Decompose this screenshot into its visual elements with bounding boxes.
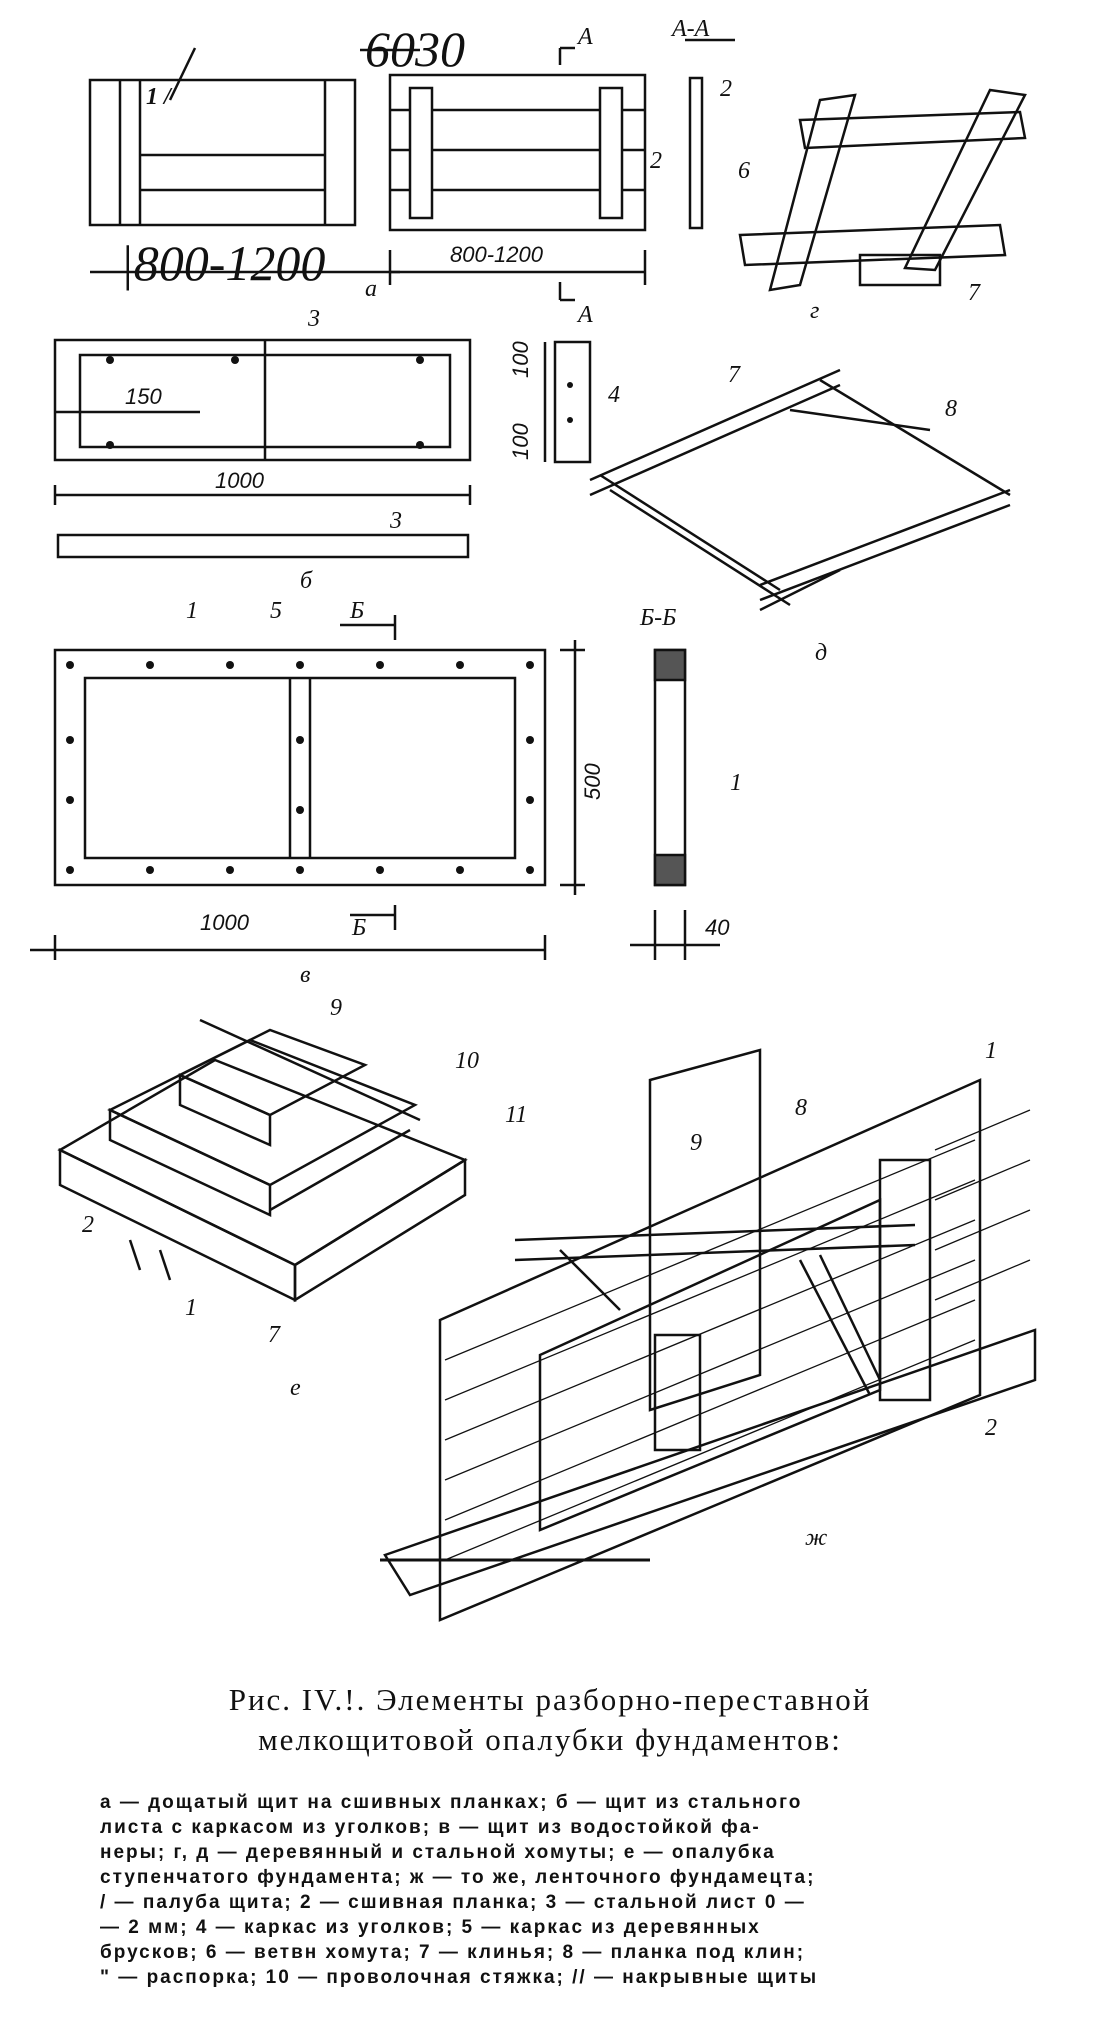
fig-e-label-9: 9 (330, 995, 342, 1021)
fig-a-cut-top: А (576, 24, 593, 50)
formwork-drawing: 6030 |800-1200 1 / 2 800-1200 А А А-А 2 … (30, 16, 1037, 1622)
fig-b-dim-1000: 1000 (215, 468, 265, 493)
fig-v-dim-40: 40 (705, 915, 730, 940)
fig-e-label-2: 2 (82, 1212, 94, 1238)
fig-b-dim-150: 150 (125, 384, 162, 409)
fig-v-dim-500: 500 (580, 763, 605, 800)
legend-line: — 2 мм; 4 — каркас из уголков; 5 — карка… (100, 1917, 761, 1938)
fig-v-section-label-1: 1 (730, 770, 742, 796)
fig-zh-label-1: 1 (985, 1038, 997, 1064)
fig-g-wooden-clamp (738, 88, 1027, 292)
legend-line: " — распорка; 10 — проволочная стяжка; /… (100, 1967, 819, 1988)
legend-line: брусков; 6 — ветвн хомута; 7 — клинья; 8… (100, 1942, 806, 1963)
fig-a-panel-front (88, 47, 357, 227)
fig-e-label-10: 10 (455, 1048, 479, 1074)
fig-v-plywood-panel (30, 615, 585, 960)
fig-g-letter: г (810, 298, 819, 324)
fig-zh-label-9: 9 (690, 1130, 702, 1156)
fig-a-letter: а (365, 276, 377, 302)
fig-e-stepped-formwork (57, 1018, 468, 1303)
fig-v-dim-1000: 1000 (200, 910, 250, 935)
fig-b-dim-100-top: 100 (508, 341, 533, 378)
fig-e-label-1: 1 (185, 1295, 197, 1321)
fig-g-label-6: 6 (738, 158, 750, 184)
fig-e-label-11: 11 (505, 1102, 527, 1128)
figure-caption: Рис. IV.!. Элементы разборно-переставной… (0, 1680, 1100, 1760)
fig-b-label-4: 4 (608, 382, 620, 408)
fig-a-section (685, 38, 735, 230)
fig-v-section-title: Б-Б (639, 605, 676, 631)
fig-a-section-label-2: 2 (720, 76, 732, 102)
fig-b-letter: б (300, 568, 313, 594)
fig-b-dim-100-bottom: 100 (508, 423, 533, 460)
fig-d-letter: д (815, 640, 827, 666)
fig-d-label-8: 8 (945, 396, 957, 422)
fig-v-cut-top: Б (349, 598, 364, 624)
fig-e-letter: е (290, 1375, 301, 1401)
fig-zh-label-8: 8 (795, 1095, 807, 1121)
fig-v-letter: в (300, 962, 310, 988)
legend-line: неры; г, д — деревянный и стальной хомут… (100, 1842, 776, 1863)
fig-a-section-title: А-А (670, 16, 710, 42)
fig-a-top-dim: 6030 (365, 21, 465, 77)
legend-line: ступенчатого фундамента; ж — то же, лент… (100, 1867, 816, 1888)
fig-v-section (630, 648, 720, 960)
fig-a-bottom-dim: |800-1200 (120, 235, 325, 291)
fig-zh-label-2: 2 (985, 1415, 997, 1441)
caption-line-2: мелкощитовой опалубки фундаментов: (258, 1722, 842, 1757)
figure-legend: а — дощатый щит на сшивных планках; б — … (100, 1790, 1055, 1990)
legend-line: а — дощатый щит на сшивных планках; б — … (100, 1792, 803, 1813)
fig-v-label-1: 1 (186, 598, 198, 624)
legend-line: листа с каркасом из уголков; в — щит из … (100, 1817, 761, 1838)
fig-a-label-1: 1 / (146, 84, 173, 110)
fig-a-panel-back (388, 46, 647, 302)
fig-b-label-3-bottom: 3 (389, 508, 402, 534)
fig-a-cut-bottom: А (576, 302, 593, 328)
fig-d-label-7: 7 (728, 362, 741, 388)
fig-a-label-2: 2 (650, 148, 662, 174)
fig-b-label-3: 3 (307, 306, 320, 332)
fig-e-label-7: 7 (268, 1322, 281, 1348)
fig-g-label-7: 7 (968, 280, 981, 306)
fig-d-steel-clamp (589, 368, 1011, 612)
caption-line-1: Рис. IV.!. Элементы разборно-переставной (228, 1682, 872, 1717)
legend-line: / — палуба щита; 2 — сшивная планка; 3 —… (100, 1892, 806, 1913)
fig-a-dim: 800-1200 (450, 242, 544, 267)
fig-b-steel-panel (53, 338, 592, 559)
fig-zh-strip-formwork (383, 1048, 1037, 1622)
fig-zh-letter: ж (805, 1525, 827, 1551)
fig-v-label-5: 5 (270, 598, 282, 624)
fig-v-cut-bottom: Б (351, 915, 366, 941)
